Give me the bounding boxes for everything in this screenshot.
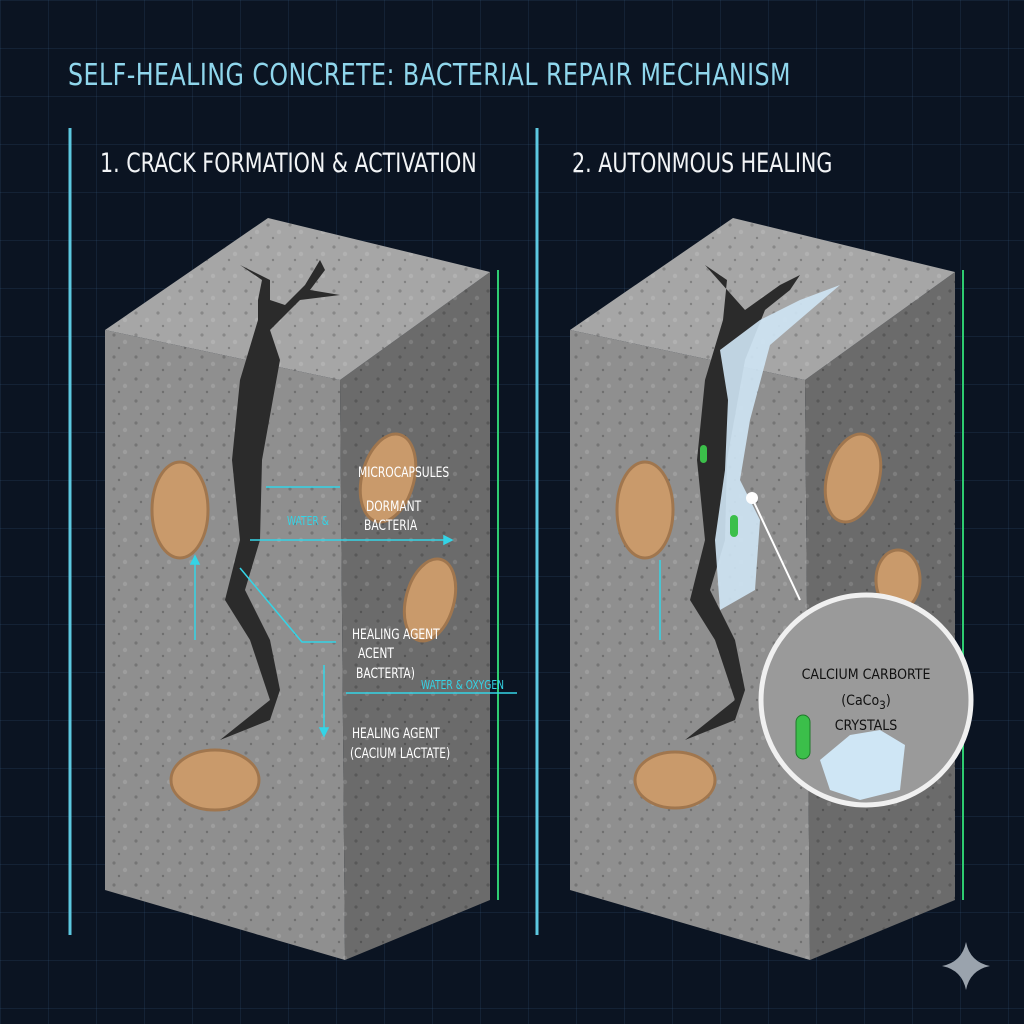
panel-1-heading: 1. CRACK FORMATION & ACTIVATION [100, 148, 477, 179]
formula-subscript: 3 [879, 698, 886, 712]
microcapsule [617, 462, 673, 558]
label-water-oxygen: WATER & OXYGEN [421, 674, 504, 696]
label-bacterta: BACTERTA) [356, 663, 415, 685]
panel-2-heading: 2. AUTONMOUS HEALING [572, 148, 832, 179]
callout-text: CALCIUM CARBORTE (CaCo3) CRYSTALS [790, 662, 942, 734]
bacterium [700, 445, 707, 463]
formula-end: ) [886, 693, 891, 709]
microcapsule [171, 750, 259, 810]
label-bacteria: BACTERIA [364, 515, 417, 537]
label-acent: ACENT [358, 643, 394, 665]
label-water: WATER & [287, 510, 329, 532]
formula: (CaCo [841, 693, 879, 709]
bacterium [730, 515, 738, 537]
callout-formula: (CaCo3) [790, 688, 942, 718]
label-healing-agent-2: HEALING AGENT [352, 723, 440, 745]
sparkle-icon [942, 942, 990, 990]
concrete-block-healed [570, 218, 971, 960]
callout-line1: CALCIUM CARBORTE [790, 662, 942, 688]
page-title: SELF-HEALING CONCRETE: BACTERIAL REPAIR … [68, 58, 791, 93]
microcapsule [635, 752, 715, 808]
concrete-block-cracked [105, 218, 517, 960]
label-microcapsules: MICROCAPSULES [358, 462, 449, 484]
microcapsule [152, 462, 208, 558]
callout-line3: CRYSTALS [790, 718, 942, 734]
label-calcium-lactate: (CACIUM LACTATE) [350, 743, 450, 765]
